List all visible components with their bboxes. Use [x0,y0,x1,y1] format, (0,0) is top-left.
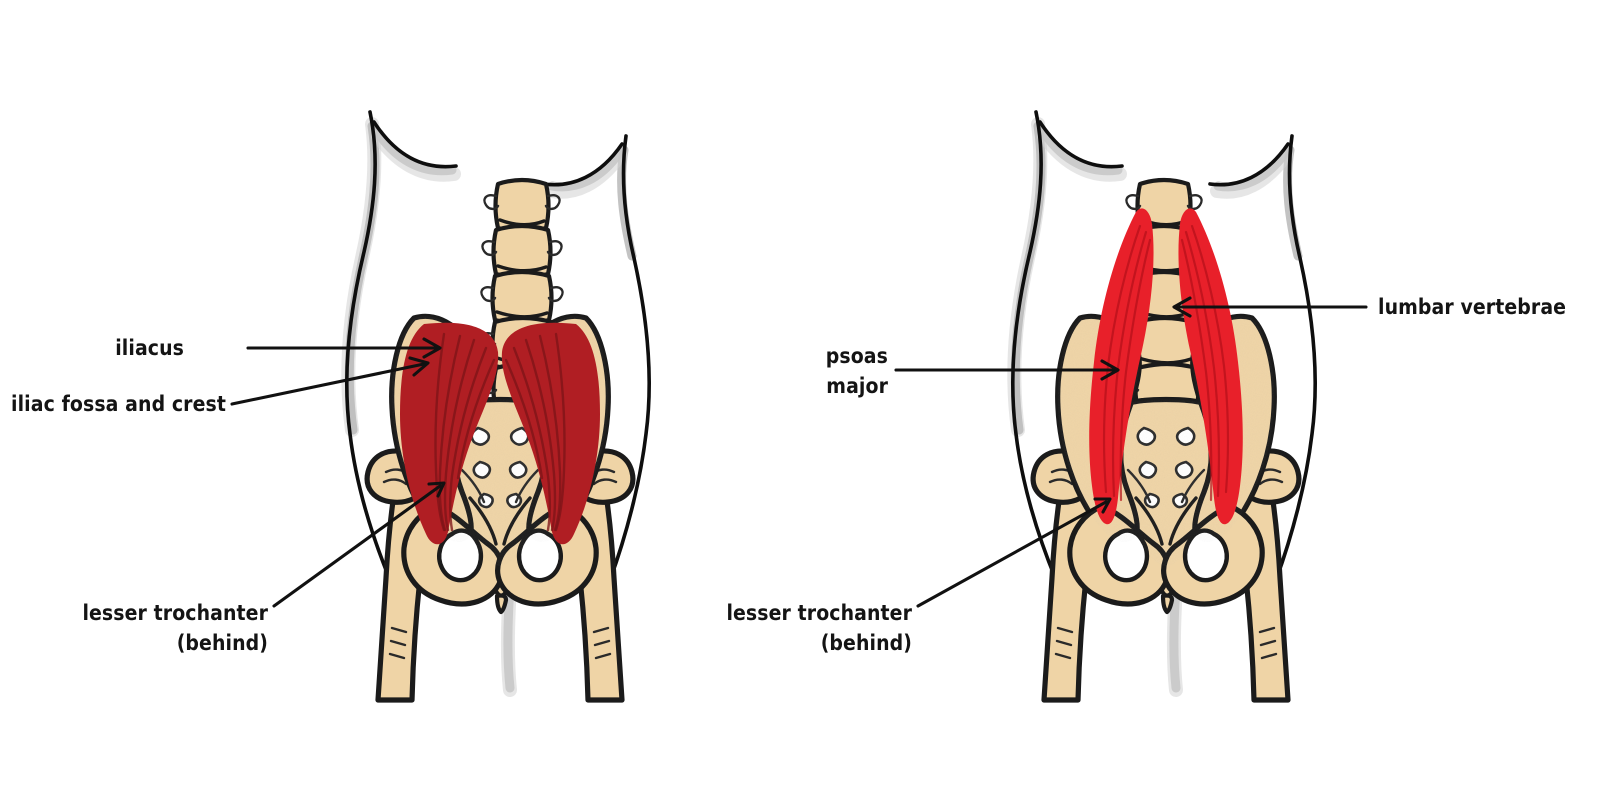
psoas-panel: psoas major lumbar vertebrae lesser troc… [726,0,1600,800]
lesser-trochanter-label-line1: lesser trochanter [82,601,268,625]
lumbar-vertebrae-label-text: lumbar vertebrae [1378,295,1566,319]
iliacus-panel: iliacus iliac fossa and crest lesser tro… [11,110,652,703]
psoas-label-line1: psoas [826,344,888,368]
pubis-right [1161,503,1265,607]
psoas-major-right [1178,208,1243,525]
label-lesser-trochanter-left: lesser trochanter (behind) [82,481,446,655]
pubis-left [1067,503,1171,607]
iliacus-muscle-left [400,322,499,545]
label-lesser-trochanter-right: lesser trochanter (behind) [726,497,1112,655]
torso-outline [1011,110,1318,582]
label-iliacus: iliacus [115,336,442,360]
lesser-trochanter-label-line2: (behind) [821,631,912,655]
iliacus-muscle-right [501,322,600,545]
iliac-fossa-label-text: iliac fossa and crest [11,392,226,416]
label-lumbar-vertebrae: lumbar vertebrae [1172,295,1566,319]
skeleton-right [1030,177,1302,703]
iliacus-label-text: iliacus [115,336,184,360]
label-psoas-major: psoas major [826,344,1120,398]
lesser-trochanter-label-line2: (behind) [177,631,268,655]
psoas-label-line2: major [826,374,888,398]
label-iliac-fossa: iliac fossa and crest [11,356,430,416]
lesser-trochanter-label-line1: lesser trochanter [726,601,912,625]
